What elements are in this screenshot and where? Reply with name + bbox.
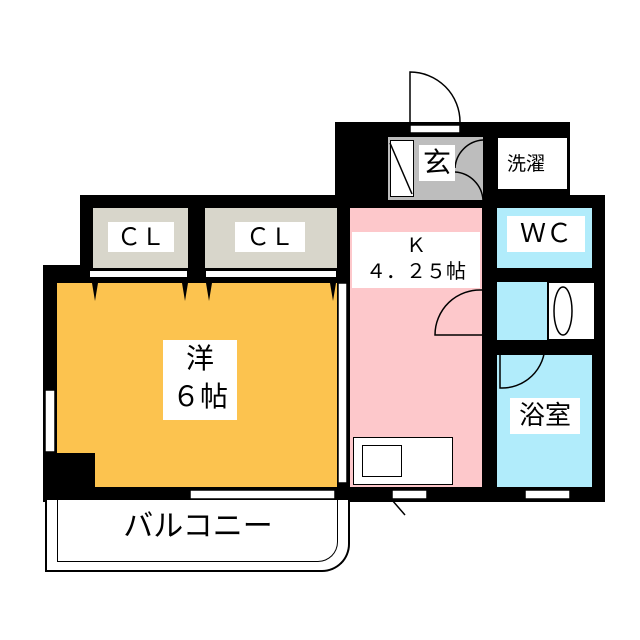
toilet-label: ＷＣ [507,216,585,252]
closet-2-label: ＣＬ [235,222,305,252]
kitchen-label: Ｋ ４．２５帖 [352,232,480,288]
kitchen-name: Ｋ [406,233,426,257]
front-door [409,71,461,123]
bath-label: 浴室 [510,398,580,434]
western-room-label: 洋 ６帖 [163,340,237,420]
window-balcony [189,489,336,500]
front-door-sill [409,124,461,134]
bath-door [499,344,546,389]
window-west [44,389,56,453]
closet-hinge-1 [92,283,98,301]
entrance-label: 玄 [419,145,455,181]
balcony-rail [57,500,338,562]
window-kitchen [391,489,428,500]
sink [362,445,402,477]
balcony-label: バルコニー [123,509,273,544]
closet-1-label: ＣＬ [108,222,174,252]
washbasin-bowl [553,286,573,336]
window-kitchen-side [337,282,348,484]
balcony [45,500,350,572]
laundry-label: 洗濯 [501,150,551,178]
kitchen-door [434,289,483,336]
closet-door-2[interactable] [205,270,337,278]
kitchen-size: ４．２５帖 [366,259,466,283]
window-bath [524,489,571,500]
western-room-size: ６帖 [171,380,228,413]
closet-door-1[interactable] [89,270,188,278]
entrance-inner-door [454,139,484,201]
pillar [43,453,95,502]
washroom [497,282,547,340]
western-room-name: 洋 [185,342,214,375]
